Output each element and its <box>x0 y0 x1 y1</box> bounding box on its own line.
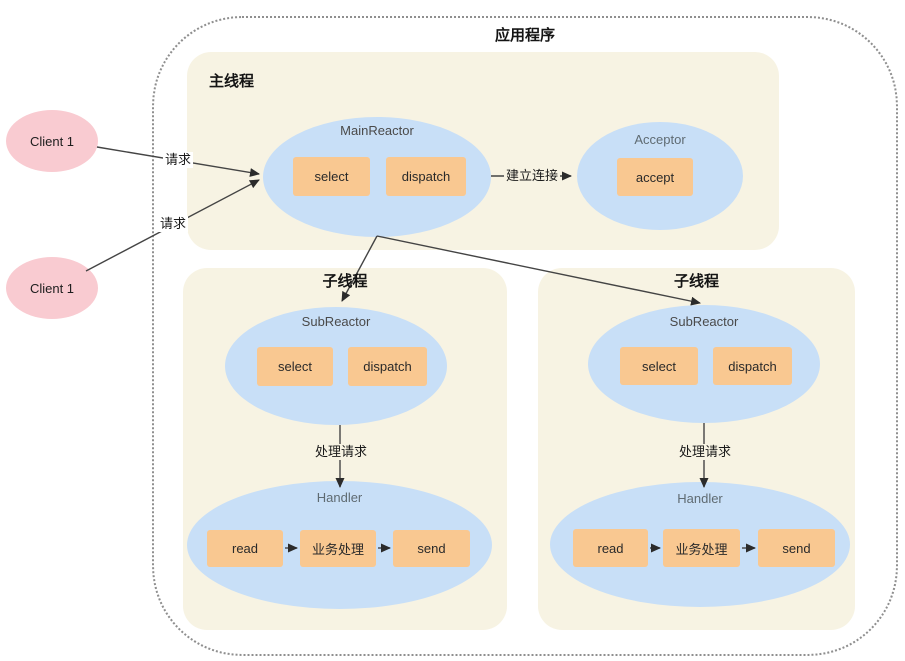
connect-label: 建立连接 <box>504 168 561 184</box>
handler-send-box-right: send <box>758 529 835 567</box>
main-reactor-label: MainReactor <box>340 123 414 138</box>
handle-label-right: 处理请求 <box>677 444 734 460</box>
sub-reactor-dispatch-box-right: dispatch <box>713 347 792 385</box>
handler-send-box-left: send <box>393 530 470 567</box>
handler-read-box-right: read <box>573 529 648 567</box>
application-title: 应用程序 <box>494 27 555 44</box>
sub-thread-label-right: 子线程 <box>673 273 719 290</box>
client-node-1: Client 1 <box>6 110 98 172</box>
acceptor-ellipse: Acceptor <box>577 122 743 230</box>
handler-label: Handler <box>677 491 723 506</box>
sub-reactor-select-box-right: select <box>620 347 698 385</box>
client-label: Client 1 <box>29 133 75 149</box>
handler-business-box-left: 业务处理 <box>300 530 376 567</box>
sub-thread-label-left: 子线程 <box>322 273 368 290</box>
sub-reactor-label: SubReactor <box>301 314 371 329</box>
handle-label-left: 处理请求 <box>313 444 370 460</box>
sub-reactor-dispatch-box-left: dispatch <box>348 347 427 386</box>
acceptor-accept-box: accept <box>617 158 693 196</box>
handler-read-box-left: read <box>207 530 283 567</box>
request-label-1: 请求 <box>163 152 194 168</box>
handler-label: Handler <box>316 490 363 505</box>
main-reactor-select-box: select <box>293 157 370 196</box>
handler-business-box-right: 业务处理 <box>663 529 740 567</box>
client-node-2: Client 1 <box>6 257 98 319</box>
acceptor-label: Acceptor <box>634 132 686 147</box>
client-label: Client 1 <box>29 280 75 296</box>
request-label-2: 请求 <box>158 216 189 232</box>
main-reactor-dispatch-box: dispatch <box>386 157 466 196</box>
main-thread-label: 主线程 <box>209 73 255 90</box>
application-boundary <box>152 16 898 656</box>
sub-reactor-label: SubReactor <box>669 314 739 329</box>
sub-reactor-select-box-left: select <box>257 347 333 386</box>
